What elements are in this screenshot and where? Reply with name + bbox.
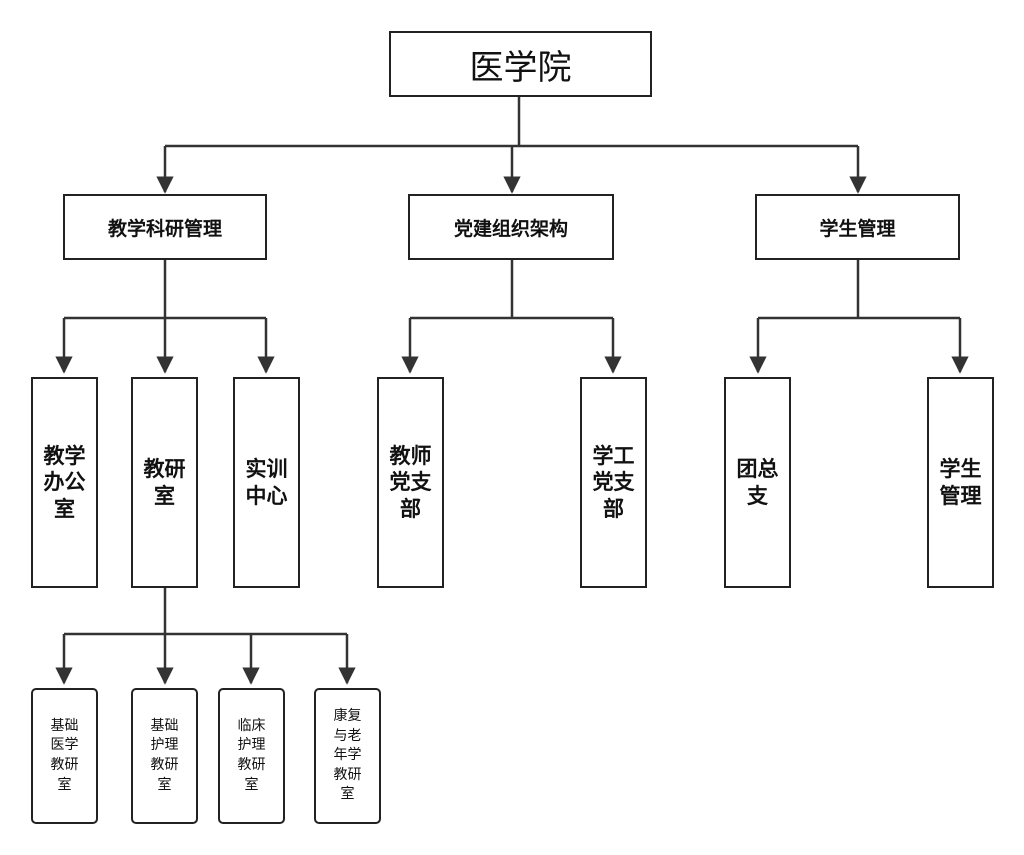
child-node-youth-league: 团总 支 xyxy=(724,377,791,588)
branch-node-party-org: 党建组织架构 xyxy=(408,194,614,260)
child-label: 教研 室 xyxy=(143,457,186,508)
child-node-student-affairs: 学生 管理 xyxy=(927,377,994,588)
child-node-student-work-party-branch: 学工 党支 部 xyxy=(580,377,647,588)
unit-node-basic-medicine: 基础 医学 教研 室 xyxy=(31,688,98,824)
child-label: 教师 党支 部 xyxy=(389,444,432,521)
child-label: 学工 党支 部 xyxy=(592,444,635,521)
branch-node-student-mgmt: 学生管理 xyxy=(755,194,960,260)
child-node-training-center: 实训 中心 xyxy=(233,377,300,588)
branch-label: 学生管理 xyxy=(819,217,896,240)
unit-node-basic-nursing: 基础 护理 教研 室 xyxy=(131,688,198,824)
root-label: 医学院 xyxy=(469,47,572,88)
unit-node-rehab-gerontology: 康复 与老 年学 教研 室 xyxy=(314,688,381,824)
child-node-teaching-research: 教研 室 xyxy=(131,377,198,588)
branch-label: 教学科研管理 xyxy=(107,217,222,240)
root-node: 医学院 xyxy=(389,31,652,97)
branch-node-teaching-mgmt: 教学科研管理 xyxy=(63,194,267,260)
child-node-teacher-party-branch: 教师 党支 部 xyxy=(377,377,444,588)
child-label: 实训 中心 xyxy=(245,457,288,508)
branch-label: 党建组织架构 xyxy=(453,217,568,240)
child-label: 团总 支 xyxy=(736,457,779,508)
unit-node-clinical-nursing: 临床 护理 教研 室 xyxy=(218,688,285,824)
unit-label: 康复 与老 年学 教研 室 xyxy=(333,708,362,803)
child-label: 教学 办公 室 xyxy=(43,444,86,521)
child-node-teaching-office: 教学 办公 室 xyxy=(31,377,98,588)
unit-label: 基础 护理 教研 室 xyxy=(150,717,179,793)
child-label: 学生 管理 xyxy=(939,457,982,508)
unit-label: 基础 医学 教研 室 xyxy=(50,717,79,793)
unit-label: 临床 护理 教研 室 xyxy=(237,717,266,793)
